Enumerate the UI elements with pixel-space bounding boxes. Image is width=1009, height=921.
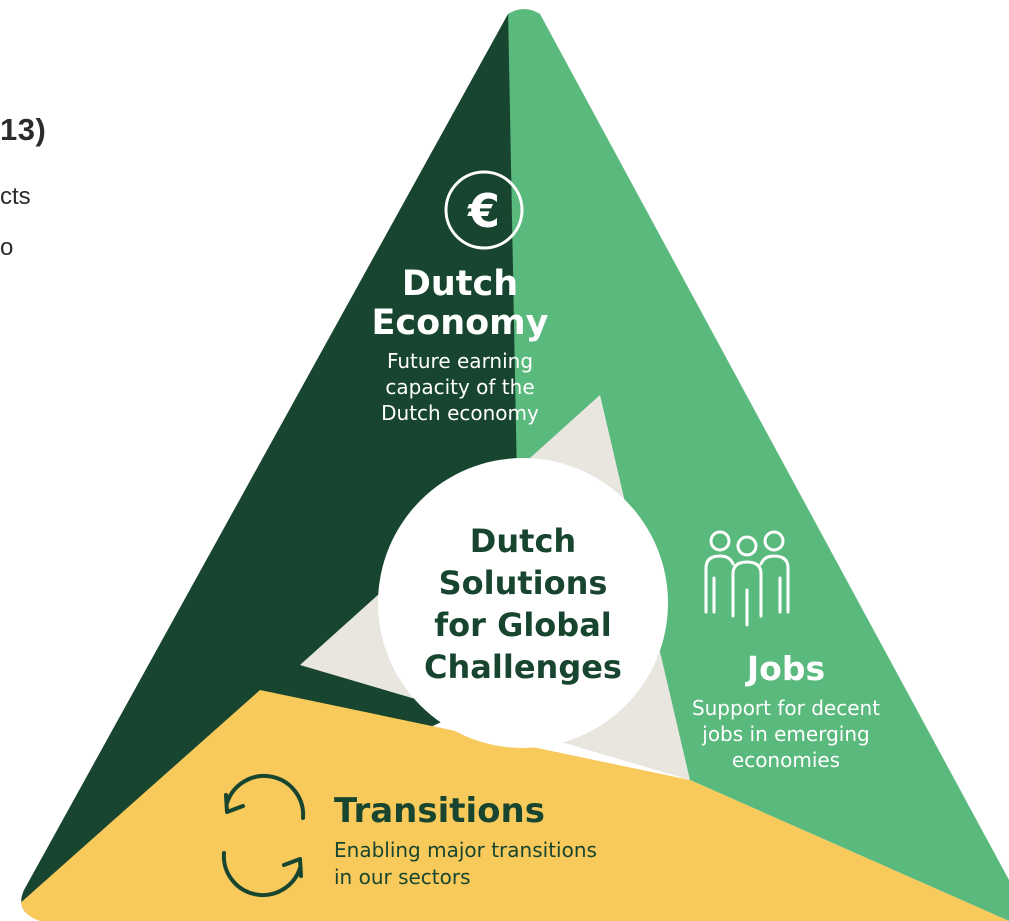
transitions-title: Transitions xyxy=(334,791,545,831)
cycle-arrows-icon xyxy=(221,774,306,897)
center-line-1: Dutch xyxy=(470,522,576,560)
transitions-desc-line-1: Enabling major transitions xyxy=(334,838,597,862)
jobs-desc-line-1: Support for decent xyxy=(692,696,880,720)
cropped-text-fragment-1: cts xyxy=(0,183,31,210)
people-group-icon xyxy=(704,530,790,627)
cropped-heading-fragment: 13) xyxy=(0,112,47,147)
dutch-economy-desc-line-2: capacity of the xyxy=(385,375,534,399)
svg-text:€: € xyxy=(467,184,500,238)
center-line-4: Challenges xyxy=(424,648,622,686)
center-circle xyxy=(378,458,668,748)
jobs-desc-line-3: economies xyxy=(732,748,840,772)
dutch-economy-desc-line-3: Dutch economy xyxy=(381,401,539,425)
transitions-desc-line-2: in our sectors xyxy=(334,865,471,889)
center-line-2: Solutions xyxy=(439,564,608,602)
jobs-desc-line-2: jobs in emerging xyxy=(701,722,869,746)
cropped-text-fragment-2: o xyxy=(0,234,14,261)
center-line-3: for Global xyxy=(434,606,612,644)
jobs-title: Jobs xyxy=(745,649,825,688)
dutch-economy-title-line-1: Dutch xyxy=(402,264,518,304)
euro-coin-icon: € xyxy=(444,170,524,250)
dutch-economy-title-line-2: Economy xyxy=(372,303,549,343)
transitions-segment xyxy=(21,690,1009,921)
dutch-economy-desc-line-1: Future earning xyxy=(387,349,533,373)
